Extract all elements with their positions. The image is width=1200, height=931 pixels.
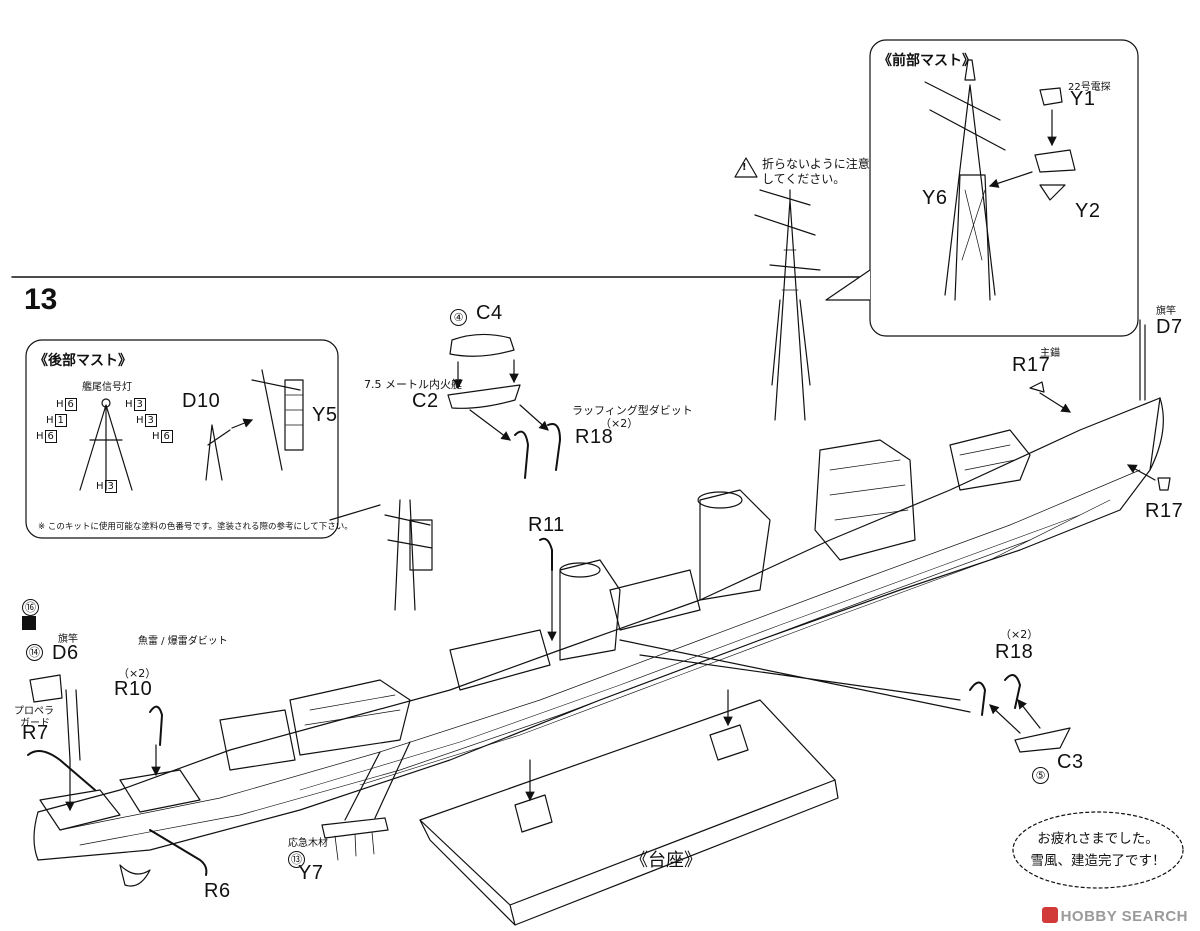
rear-mast-callout [25, 339, 339, 539]
front-mast-detail [734, 59, 1076, 301]
radar-note: 22号電探 [1068, 82, 1111, 93]
davit-qty-right: （×2） [1000, 628, 1039, 641]
part-c4: C4 [476, 302, 503, 324]
part-c3: C3 [1057, 751, 1084, 773]
step-ref-14: ⑭ [26, 641, 43, 661]
cutter-boat [1014, 727, 1071, 753]
davit-r10 [149, 705, 163, 746]
step-ref-16: ⑯ [22, 596, 39, 616]
part-d6: D6 [52, 642, 79, 664]
part-d10: D10 [182, 390, 221, 412]
completion-bubble [1012, 811, 1184, 889]
signal-light-label: 艦尾信号灯 [82, 382, 132, 393]
part-r10: R10 [114, 678, 153, 700]
step-ref-5: ⑤ [1032, 764, 1049, 784]
part-r11: R11 [528, 514, 565, 536]
ship-superstructure [39, 429, 1031, 887]
part-r18-right: R18 [995, 641, 1034, 663]
part-y2: Y2 [1075, 200, 1101, 222]
boat-cover [449, 333, 515, 357]
warning-line-2: してください。 [762, 172, 846, 186]
prop-guard-label-2: ガード [20, 718, 50, 729]
rear-mast-title: 《後部マスト》 [34, 353, 132, 369]
emergency-timber [321, 817, 389, 839]
front-mast-callout [869, 39, 1139, 337]
prop-guard-label-1: プロペラ [14, 706, 54, 717]
aft-mast [384, 499, 433, 611]
flagpole-label-left: 旗竿 [58, 634, 78, 645]
part-r18-top: R18 [575, 426, 614, 448]
anchor-r17-a [1029, 381, 1045, 393]
step-number: 13 [24, 283, 58, 316]
part-y6: Y6 [922, 187, 948, 209]
watermark: HOBBY SEARCH [1041, 907, 1188, 925]
completion-line-2: 雪風、建造完了です！ [1030, 853, 1166, 869]
part-y7: Y7 [298, 862, 324, 884]
part-y5: Y5 [312, 404, 338, 426]
part-c2: C2 [412, 390, 439, 412]
step-ref-4: ④ [450, 306, 467, 326]
motor-boat [447, 384, 521, 409]
davit-qty: （×2） [600, 417, 639, 430]
flagpole-d6 [65, 689, 81, 761]
paint-footnote: ※ このキットに使用可能な塗料の色番号です。塗装される際の参考にして下さい。 [38, 522, 353, 532]
davit-qty-left: （×2） [118, 667, 157, 680]
ensign-flag [29, 674, 63, 703]
step-ref-13: ⑬ [288, 848, 305, 868]
main-mast [754, 189, 821, 421]
flagpole-d7 [1139, 319, 1146, 401]
front-mast-title: 《前部マスト》 [878, 53, 976, 69]
part-r17-a: R17 [1012, 354, 1051, 376]
rear-mast-detail [79, 369, 304, 491]
torpedo-davit-label: 魚雷 / 爆雷ダビット [138, 636, 228, 647]
anchor-r17-b [1157, 477, 1171, 491]
warning-line-1: 折らないように注意 [762, 157, 870, 171]
part-r17-b: R17 [1145, 500, 1184, 522]
anchor-label: 主錨 [1040, 348, 1060, 359]
prop-guard-r6 [149, 829, 208, 876]
part-d7: D7 [1156, 316, 1183, 338]
part-y1: Y1 [1070, 88, 1096, 110]
part-r6: R6 [204, 880, 231, 902]
diamond-icon [22, 616, 36, 630]
stand-label: 《台座》 [630, 850, 702, 871]
prop-guard-r7 [27, 750, 96, 791]
completion-line-1: お疲れさまでした。 [1037, 831, 1159, 847]
timber-label: 応急木材 [288, 838, 328, 849]
motor-boat-label: 7.5 メートル内火艇 [364, 378, 462, 391]
warning-icon: ! [742, 162, 747, 173]
part-r7: R7 [22, 722, 49, 744]
ship-hull [33, 397, 1164, 861]
completion-message: お疲れさまでした。 雪風、建造完了です！ [1013, 828, 1183, 872]
hobby-search-logo-icon [1041, 907, 1058, 923]
flagpole-label-right: 旗竿 [1156, 306, 1176, 317]
display-stand [419, 689, 839, 926]
luffing-davit-label: ラッフィング型ダビット [572, 404, 693, 417]
